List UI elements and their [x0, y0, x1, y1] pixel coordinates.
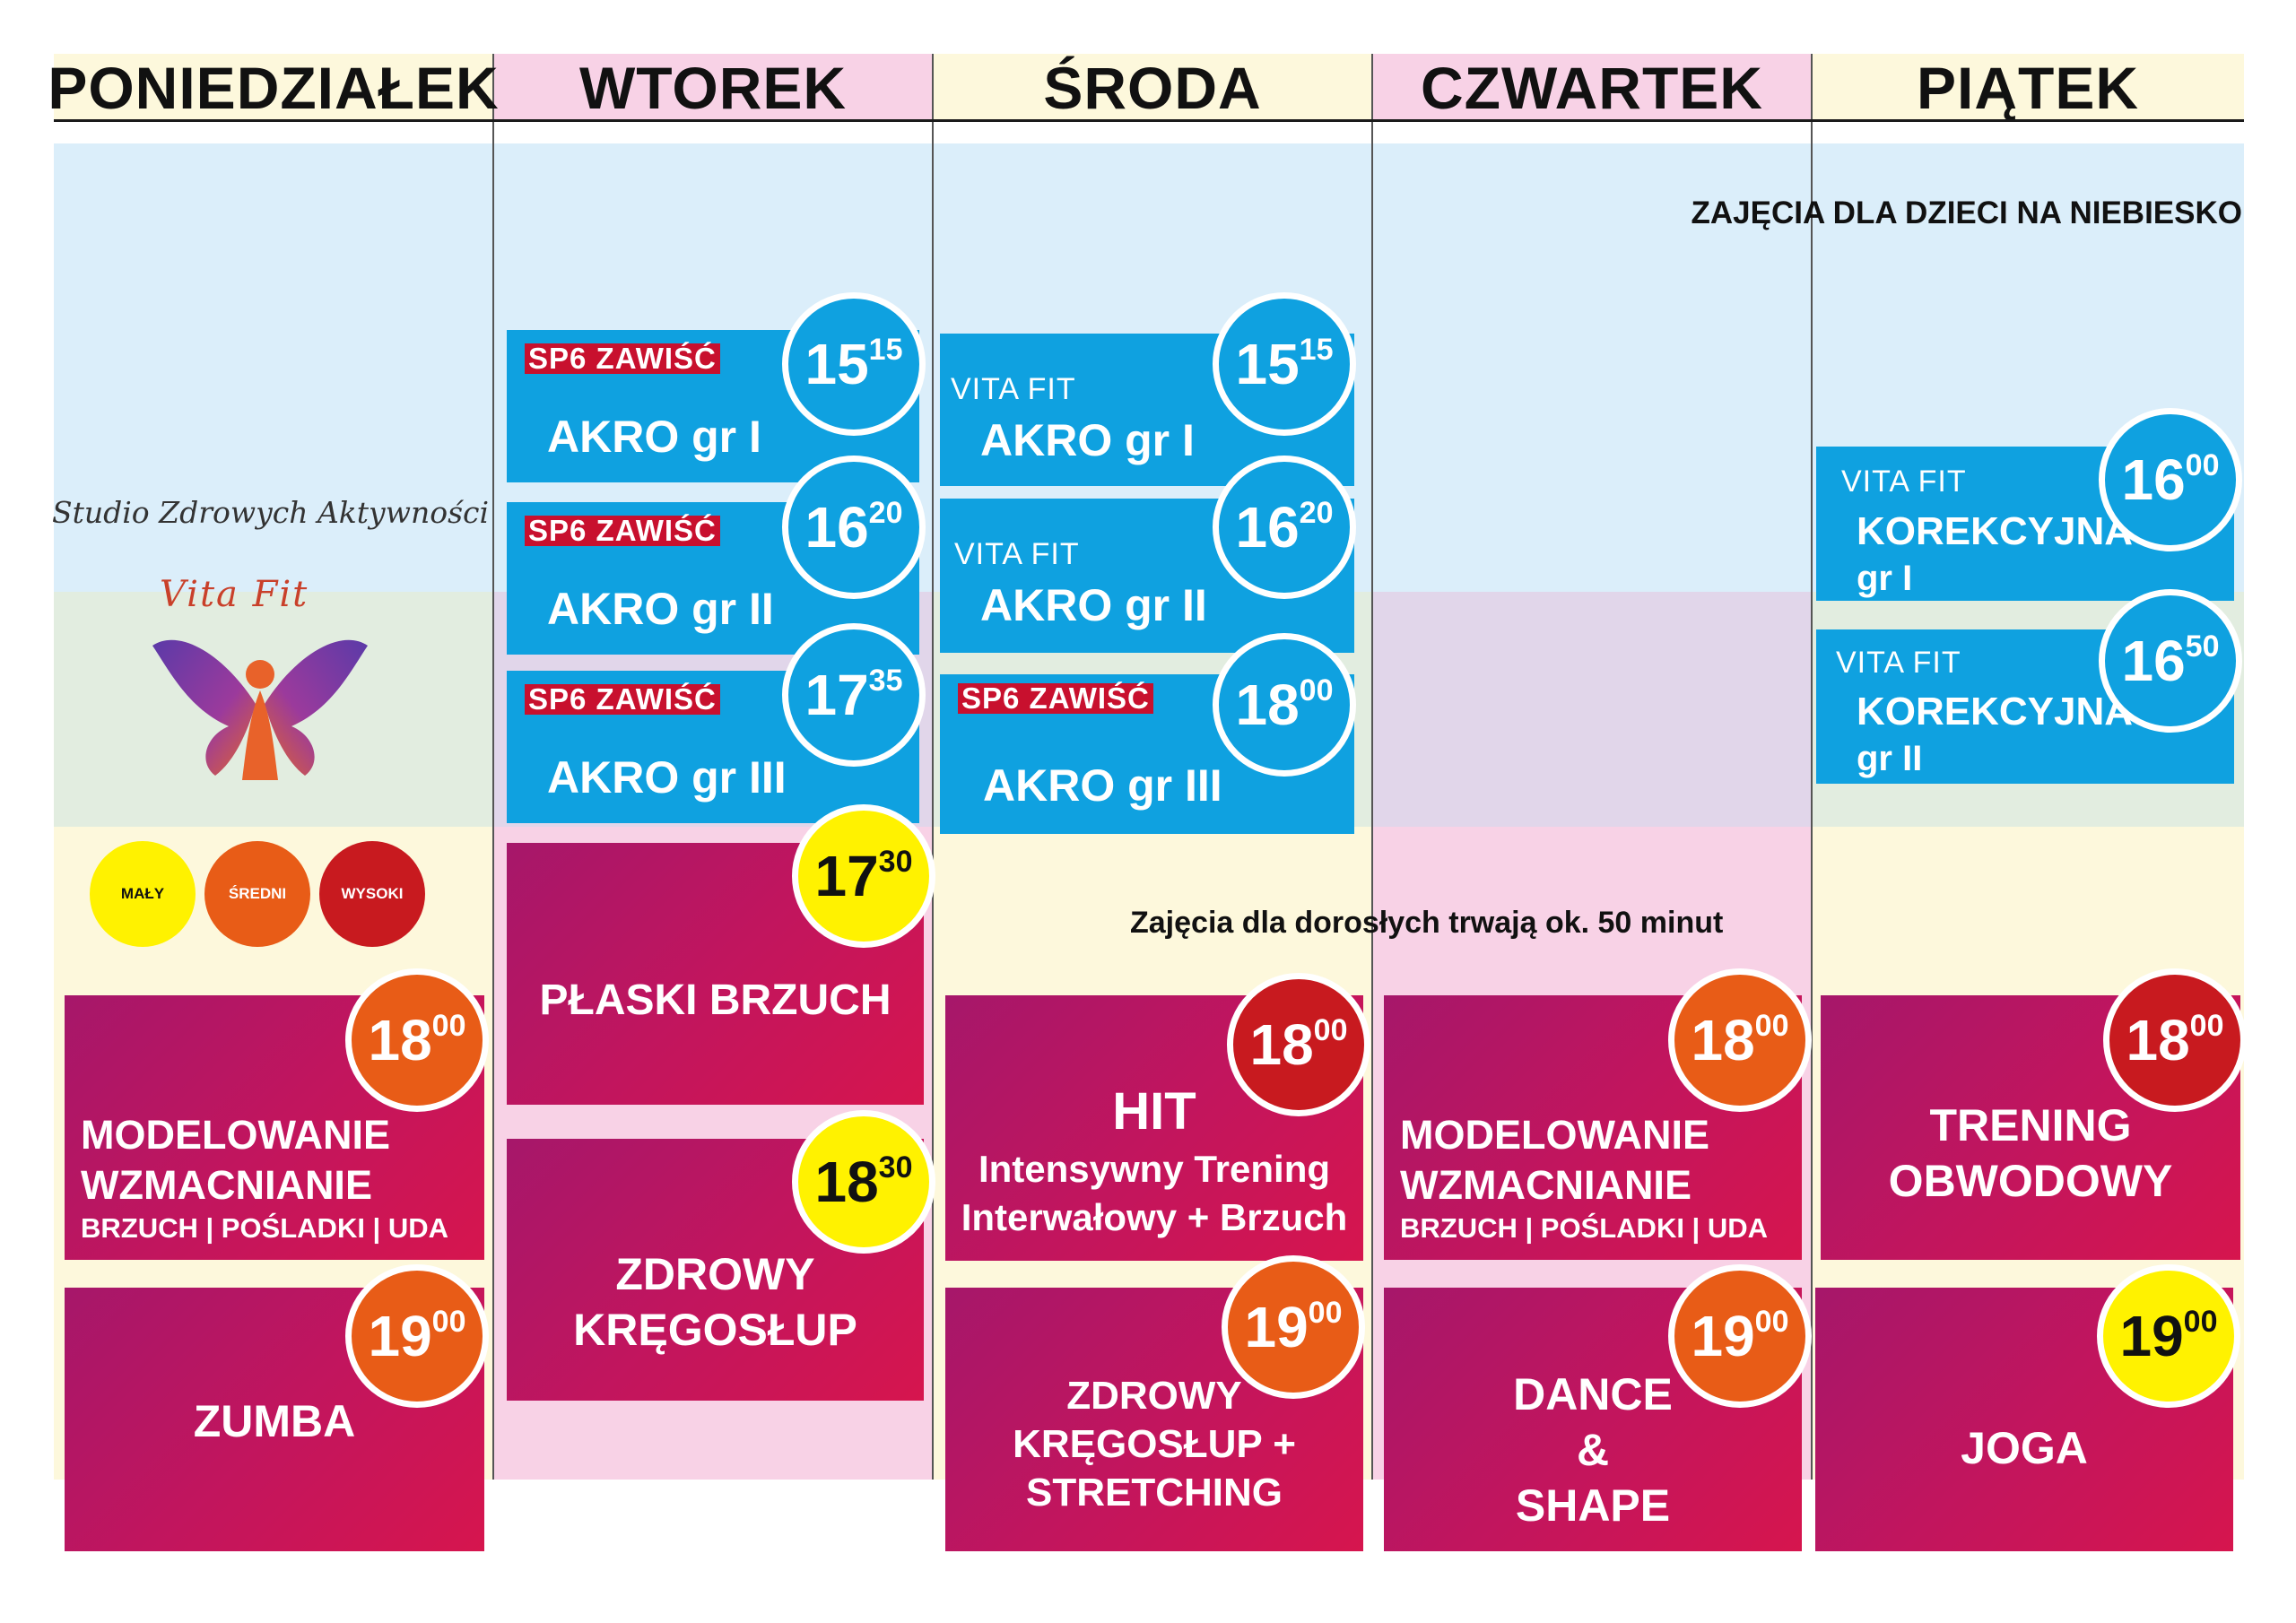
butterfly-logo-icon	[152, 639, 368, 780]
class-name: KOREKCYJNA	[1857, 509, 2134, 553]
class-name-line1: ZUMBA	[193, 1396, 356, 1446]
studio-name: Studio Zdrowych Aktywności	[52, 495, 490, 530]
header-bg-thu	[1372, 54, 1812, 121]
class-name-line1: ZDROWY	[615, 1249, 815, 1299]
class-subtitle: BRZUCH | POŚLADKI | UDA	[81, 1212, 449, 1244]
class-location: SP6 ZAWIŚĆ	[525, 343, 720, 374]
class-location: SP6 ZAWIŚĆ	[958, 683, 1153, 714]
class-name-line2: KRĘGOSŁUP +	[1013, 1422, 1296, 1466]
class-name: AKRO gr III	[547, 752, 787, 803]
class-subtitle: BRZUCH | POŚLADKI | UDA	[1400, 1212, 1769, 1244]
class-name: AKRO gr I	[980, 415, 1195, 465]
class-name-line1: MODELOWANIE	[81, 1112, 390, 1158]
day-header-friday: PIĄTEK	[1916, 54, 2140, 121]
class-name: AKRO gr II	[547, 584, 774, 634]
day-header-thursday: CZWARTEK	[1421, 54, 1763, 121]
header-bg-mon	[54, 54, 493, 121]
adults-note: Zajęcia dla dorosłych trwają ok. 50 minu…	[1130, 906, 1724, 940]
class-name-line2: WZMACNIANIE	[81, 1162, 372, 1208]
class-name-line2: WZMACNIANIE	[1400, 1162, 1692, 1208]
kids-note: ZAJĘCIA DLA DZIECI NA NIEBIESKO	[1691, 195, 2242, 230]
header-underline	[54, 119, 2244, 122]
class-name-line3: SHAPE	[1515, 1480, 1671, 1531]
class-location: SP6 ZAWIŚĆ	[525, 516, 720, 546]
class-group: gr II	[1857, 739, 1923, 778]
day-header-wednesday: ŚRODA	[1043, 54, 1262, 121]
class-name-line1: TRENING	[1929, 1100, 2132, 1150]
header-bg-wed	[933, 54, 1372, 121]
class-name: KOREKCYJNA	[1857, 690, 2134, 733]
class-name-line1: JOGA	[1961, 1423, 2088, 1473]
column-divider	[492, 54, 494, 1480]
legend-low: MAŁY	[90, 841, 196, 947]
class-name-line2: KRĘGOSŁUP	[573, 1305, 857, 1355]
logo-text: Vita Fit	[160, 574, 309, 615]
class-location: VITA FIT	[954, 537, 1080, 571]
class-group: gr I	[1857, 559, 1913, 598]
class-name-line2: OBWODOWY	[1888, 1156, 2173, 1206]
class-name-line3: STRETCHING	[1026, 1471, 1283, 1515]
legend-high: WYSOKI	[319, 841, 425, 947]
class-name-line1: HIT	[1112, 1082, 1196, 1141]
adult-class-card: MODELOWANIE WZMACNIANIE BRZUCH | POŚLADK…	[65, 995, 484, 1260]
class-location: VITA FIT	[1841, 464, 1967, 499]
adult-class-card: DANCE & SHAPE	[1384, 1288, 1802, 1551]
column-divider	[1371, 54, 1373, 1480]
adult-class-card: HIT Intensywny Trening Interwałowy + Brz…	[945, 995, 1363, 1261]
class-name-line1: DANCE	[1513, 1369, 1673, 1419]
class-location: SP6 ZAWIŚĆ	[525, 684, 720, 715]
day-header-tuesday: WTOREK	[578, 54, 848, 121]
class-name: AKRO gr I	[547, 412, 761, 462]
class-name-line1: PŁASKI BRZUCH	[539, 976, 891, 1024]
header-bg-fri	[1812, 54, 2244, 121]
class-name-line3: Interwałowy + Brzuch	[961, 1196, 1348, 1238]
day-header-monday: PONIEDZIAŁEK	[48, 54, 500, 121]
class-name: AKRO gr III	[983, 760, 1222, 811]
class-name-line1: ZDROWY	[1066, 1374, 1242, 1418]
class-location: VITA FIT	[951, 372, 1076, 406]
column-divider	[932, 54, 934, 1480]
column-divider	[1811, 54, 1813, 1480]
class-name-line1: MODELOWANIE	[1400, 1112, 1709, 1158]
class-name-line2: Intensywny Trening	[978, 1148, 1331, 1190]
kids-band-thu	[1372, 592, 1812, 827]
class-location: VITA FIT	[1836, 646, 1961, 680]
adult-class-card: JOGA	[1815, 1288, 2233, 1551]
header-bg-tue	[493, 54, 933, 121]
class-name: AKRO gr II	[980, 580, 1207, 630]
legend-mid: ŚREDNI	[204, 841, 310, 947]
vita-fit-logo: Vita Fit	[144, 574, 377, 780]
class-name-line2: &	[1576, 1425, 1610, 1475]
